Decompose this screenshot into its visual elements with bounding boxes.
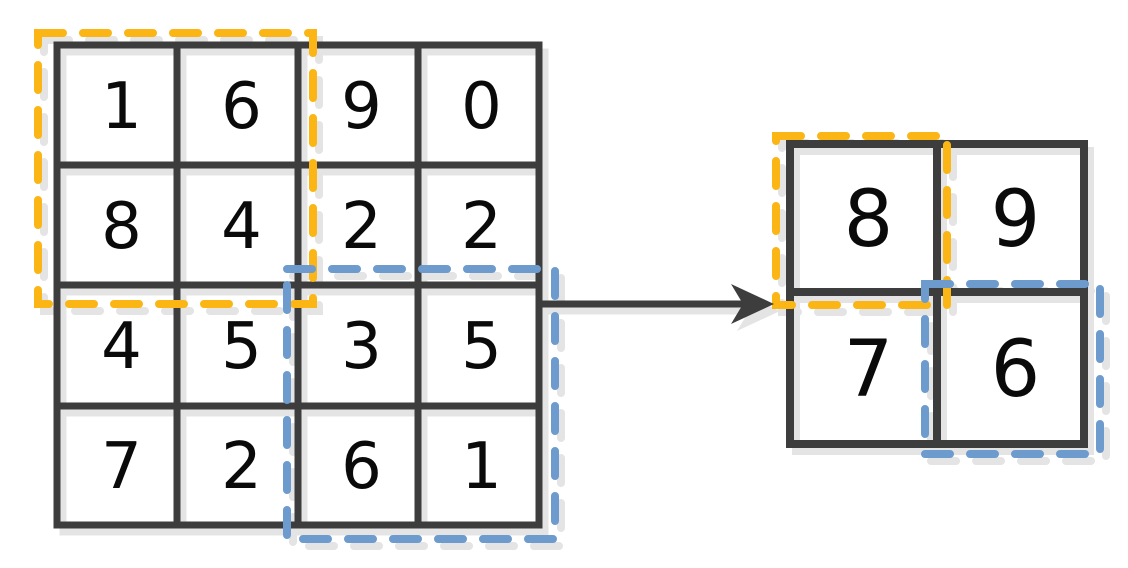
input-grid-cells: 1 6 9 0 8 4 2 2 4 5 3 5 7 2 6 1 xyxy=(60,48,533,521)
output-cell-r1c1: 6 xyxy=(990,325,1041,415)
pool-window-b-input-shadow xyxy=(289,272,565,550)
input-grid-lines-shadow xyxy=(59,48,549,536)
input-cell-r0c2: 9 xyxy=(341,69,382,144)
output-grid-lines xyxy=(786,140,1088,448)
input-cell-r3c0: 7 xyxy=(101,429,142,504)
input-cell-r1c1: 4 xyxy=(221,189,262,264)
right-arrow-icon xyxy=(542,284,774,324)
pool-window-a-input xyxy=(34,29,317,308)
input-cell-r2c0: 4 xyxy=(101,309,142,384)
shadow-layer xyxy=(40,36,1110,550)
input-cell-r1c2: 2 xyxy=(341,189,382,264)
arrow-head xyxy=(731,284,774,324)
pool-window-a-output xyxy=(772,132,951,309)
input-cell-r3c2: 6 xyxy=(341,429,382,504)
output-cell-r0c0: 8 xyxy=(843,175,894,265)
input-cell-r2c2: 3 xyxy=(341,309,382,384)
input-cell-r2c1: 5 xyxy=(221,309,262,384)
pool-window-b-output xyxy=(921,280,1104,458)
input-cell-r0c1: 6 xyxy=(221,69,262,144)
input-cell-r3c3: 1 xyxy=(461,429,502,504)
pool-window-b-input xyxy=(283,265,559,543)
input-cell-r3c1: 2 xyxy=(221,429,262,504)
output-cell-r0c1: 9 xyxy=(990,175,1041,265)
pool-window-a-output-shadow xyxy=(778,139,957,316)
input-cell-r2c3: 5 xyxy=(461,309,502,384)
output-cell-r1c0: 7 xyxy=(843,325,894,415)
input-cell-r1c3: 2 xyxy=(461,189,502,264)
input-grid-lines xyxy=(53,41,543,529)
pool-window-a-input-shadow xyxy=(40,36,323,315)
input-cell-r0c3: 0 xyxy=(461,69,502,144)
input-cell-r0c0: 1 xyxy=(101,69,142,144)
output-grid-cells: 8 9 7 6 xyxy=(794,148,1080,440)
input-cell-r1c0: 8 xyxy=(101,189,142,264)
